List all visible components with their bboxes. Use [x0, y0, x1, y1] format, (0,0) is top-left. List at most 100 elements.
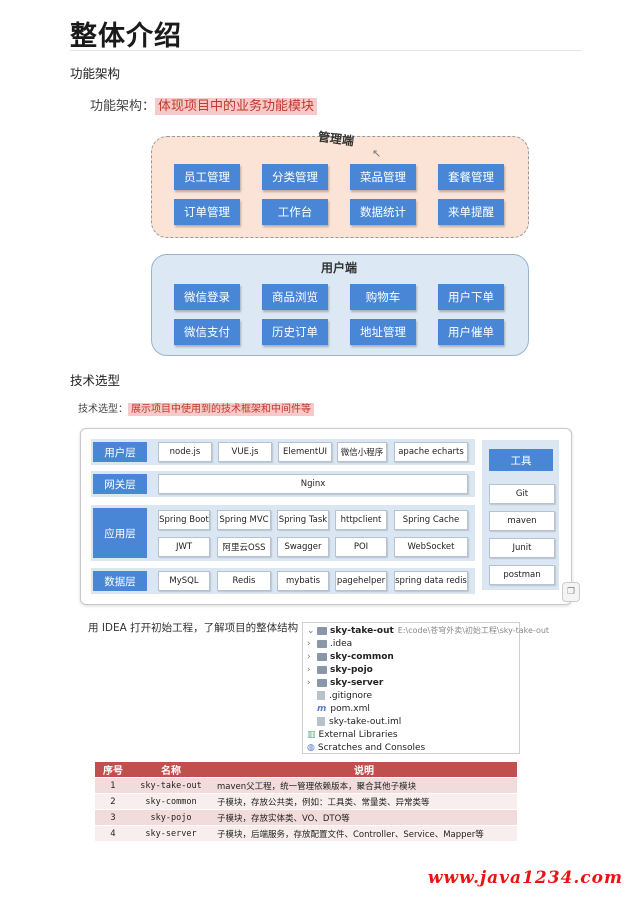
- file-icon: [317, 717, 325, 726]
- chevron-right-icon: ›: [307, 638, 311, 649]
- user-module-address: 地址管理: [350, 319, 416, 345]
- tech-callout-highlight: 展示项目中使用到的技术框架和中间件等: [128, 403, 314, 416]
- table-cell: sky-common: [131, 793, 211, 810]
- tech-spring-cache: Spring Cache: [394, 510, 468, 530]
- admin-module-statistics: 数据统计: [350, 199, 416, 225]
- table-cell: 子模块，存放实体类、VO、DTO等: [211, 809, 517, 826]
- module-table: 序号 名称 说明 1 sky-take-out maven父工程，统一管理依赖版…: [95, 762, 517, 841]
- tech-spring-data-redis: spring data redis: [394, 571, 468, 591]
- table-cell: 2: [95, 793, 131, 810]
- user-module-urge: 用户催单: [438, 319, 504, 345]
- tree-item-label: sky-take-out.iml: [329, 716, 402, 727]
- admin-module-order-alert: 来单提醒: [438, 199, 504, 225]
- module-folder-icon: [317, 665, 327, 674]
- user-module-browse: 商品浏览: [262, 284, 328, 310]
- tree-item-label: External Libraries: [318, 729, 398, 740]
- tech-redis: Redis: [217, 571, 271, 591]
- tree-item-label: Scratches and Consoles: [317, 742, 426, 753]
- file-icon: [317, 691, 325, 700]
- title-divider: [70, 50, 582, 51]
- chevron-right-icon: ›: [307, 664, 311, 675]
- table-cell: sky-take-out: [131, 777, 211, 794]
- scratches-icon: ◍: [307, 742, 315, 753]
- table-header: 名称: [131, 762, 211, 778]
- table-row: 1 sky-take-out maven父工程，统一管理依赖版本，聚合其他子模块: [95, 777, 517, 794]
- admin-module-workbench: 工作台: [262, 199, 328, 225]
- tech-nginx: Nginx: [158, 474, 468, 494]
- folder-icon: [317, 639, 327, 648]
- tree-item-label: pom.xml: [330, 703, 370, 714]
- table-header: 说明: [211, 762, 517, 778]
- section-heading-arch: 功能架构: [70, 66, 121, 81]
- table-row: 2 sky-common 子模块，存放公共类，例如：工具类、常量类、异常类等: [95, 793, 517, 810]
- tech-wechat-miniprogram: 微信小程序: [337, 442, 387, 462]
- arch-callout-highlight: 体现项目中的业务功能模块: [155, 98, 318, 115]
- tech-websocket: WebSocket: [394, 537, 468, 557]
- tree-root-path: E:\code\苍穹外卖\初始工程\sky-take-out: [397, 626, 550, 635]
- admin-module-order: 订单管理: [174, 199, 240, 225]
- module-folder-icon: [317, 678, 327, 687]
- tech-spring-task: Spring Task: [277, 510, 329, 530]
- table-cell: maven父工程，统一管理依赖版本，聚合其他子模块: [211, 777, 517, 794]
- admin-module-employee: 员工管理: [174, 164, 240, 190]
- tech-spring-mvc: Spring MVC: [217, 510, 271, 530]
- tech-echarts: apache echarts: [394, 442, 468, 462]
- tree-item-label: .idea: [330, 638, 353, 649]
- watermark: www.java1234.com: [427, 868, 623, 888]
- arch-callout: 功能架构：体现项目中的业务功能模块: [90, 95, 318, 115]
- tech-jwt: JWT: [158, 537, 210, 557]
- table-cell: 4: [95, 825, 131, 841]
- chevron-right-icon: ›: [307, 651, 311, 662]
- tree-item-label: sky-pojo: [330, 664, 373, 675]
- tech-callout: 技术选型：展示项目中使用到的技术框架和中间件等: [78, 400, 314, 416]
- table-cell: sky-pojo: [131, 809, 211, 826]
- table-row: 4 sky-server 子模块，后端服务，存放配置文件、Controller、…: [95, 825, 517, 841]
- tree-item-idea[interactable]: › .idea: [307, 637, 352, 650]
- tree-item-label: sky-common: [330, 651, 394, 662]
- tech-mybatis: mybatis: [277, 571, 329, 591]
- section-heading-tech: 技术选型: [70, 373, 121, 388]
- tree-item-iml[interactable]: sky-take-out.iml: [317, 715, 401, 728]
- tree-item-sky-server[interactable]: › sky-server: [307, 676, 383, 689]
- user-panel-title: 用户端: [321, 261, 358, 275]
- tree-item-label: sky-server: [330, 677, 384, 688]
- app-layer-label: 应用层: [93, 508, 147, 558]
- tree-root-label: sky-take-out: [330, 625, 394, 636]
- tree-item-sky-pojo[interactable]: › sky-pojo: [307, 663, 373, 676]
- tree-root[interactable]: ⌄ sky-take-out E:\code\苍穹外卖\初始工程\sky-tak…: [307, 624, 549, 637]
- chevron-right-icon: ›: [307, 677, 311, 688]
- folder-icon: [317, 626, 327, 635]
- user-layer-label: 用户层: [93, 442, 147, 462]
- tech-pagehelper: pagehelper: [335, 571, 387, 591]
- tech-swagger: Swagger: [277, 537, 329, 557]
- tree-item-sky-common[interactable]: › sky-common: [307, 650, 394, 663]
- table-header-row: 序号 名称 说明: [95, 762, 517, 778]
- admin-module-setmeal: 套餐管理: [438, 164, 504, 190]
- tree-item-scratches[interactable]: ◍ Scratches and Consoles: [307, 741, 425, 754]
- user-module-history: 历史订单: [262, 319, 328, 345]
- tree-item-gitignore[interactable]: .gitignore: [317, 689, 372, 702]
- module-folder-icon: [317, 652, 327, 661]
- table-cell: 3: [95, 809, 131, 826]
- tree-item-external-libraries[interactable]: ▥ External Libraries: [307, 728, 398, 741]
- user-module-wechat-login: 微信登录: [174, 284, 240, 310]
- admin-module-dish: 菜品管理: [350, 164, 416, 190]
- table-cell: 子模块，存放公共类，例如：工具类、常量类、异常类等: [211, 793, 517, 810]
- table-cell: sky-server: [131, 825, 211, 841]
- copy-icon[interactable]: ❐: [562, 582, 580, 602]
- tool-junit: Junit: [489, 538, 555, 558]
- maven-icon: m: [317, 703, 327, 714]
- table-cell: 子模块，后端服务，存放配置文件、Controller、Service、Mappe…: [211, 825, 517, 841]
- tech-httpclient: httpclient: [335, 510, 387, 530]
- data-layer-label: 数据层: [93, 571, 147, 591]
- arch-callout-label: 功能架构：: [90, 99, 156, 114]
- admin-module-category: 分类管理: [262, 164, 328, 190]
- idea-note: 用 IDEA 打开初始工程，了解项目的整体结构: [88, 622, 299, 634]
- tech-spring-boot: Spring Boot: [158, 510, 210, 530]
- page-title: 整体介绍: [70, 21, 182, 52]
- tree-item-label: .gitignore: [329, 690, 373, 701]
- tech-callout-label: 技术选型：: [78, 404, 128, 415]
- tech-nodejs: node.js: [158, 442, 212, 462]
- tree-item-pom[interactable]: m pom.xml: [317, 702, 370, 715]
- tool-postman: postman: [489, 565, 555, 585]
